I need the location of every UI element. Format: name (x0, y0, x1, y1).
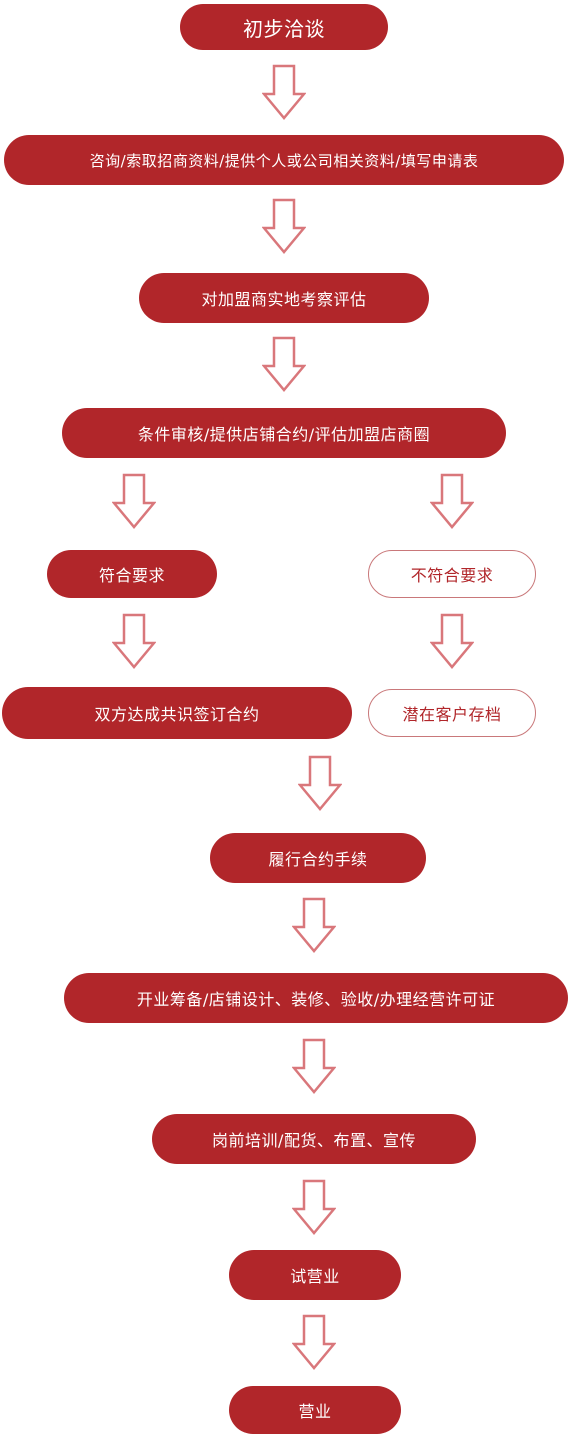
down-arrow-icon (292, 1179, 336, 1235)
step-preparation: 开业筹备/店铺设计、装修、验收/办理经营许可证 (64, 973, 568, 1023)
step-consult: 咨询/索取招商资料/提供个人或公司相关资料/填写申请表 (4, 135, 564, 185)
down-arrow-icon-left-branch (112, 613, 156, 669)
down-arrow-icon (262, 64, 306, 120)
down-arrow-icon (292, 1038, 336, 1094)
step-evaluate: 对加盟商实地考察评估 (139, 273, 429, 323)
step-not-qualified: 不符合要求 (368, 550, 536, 598)
step-review: 条件审核/提供店铺合约/评估加盟店商圈 (62, 408, 506, 458)
step-initial-talk: 初步洽谈 (180, 4, 388, 50)
down-arrow-icon (262, 198, 306, 254)
down-arrow-icon-right-branch (430, 473, 474, 529)
step-contract-procedure: 履行合约手续 (210, 833, 426, 883)
step-sign-contract: 双方达成共识签订合约 (2, 687, 352, 739)
step-operation: 营业 (229, 1386, 401, 1434)
down-arrow-icon (292, 1314, 336, 1370)
down-arrow-icon-left-branch (112, 473, 156, 529)
down-arrow-icon (262, 336, 306, 392)
down-arrow-icon-right-branch (430, 613, 474, 669)
step-training: 岗前培训/配货、布置、宣传 (152, 1114, 476, 1164)
step-qualified: 符合要求 (47, 550, 217, 598)
step-archive: 潜在客户存档 (368, 689, 536, 737)
down-arrow-icon (292, 897, 336, 953)
down-arrow-icon (298, 755, 342, 811)
step-trial-operation: 试营业 (229, 1250, 401, 1300)
